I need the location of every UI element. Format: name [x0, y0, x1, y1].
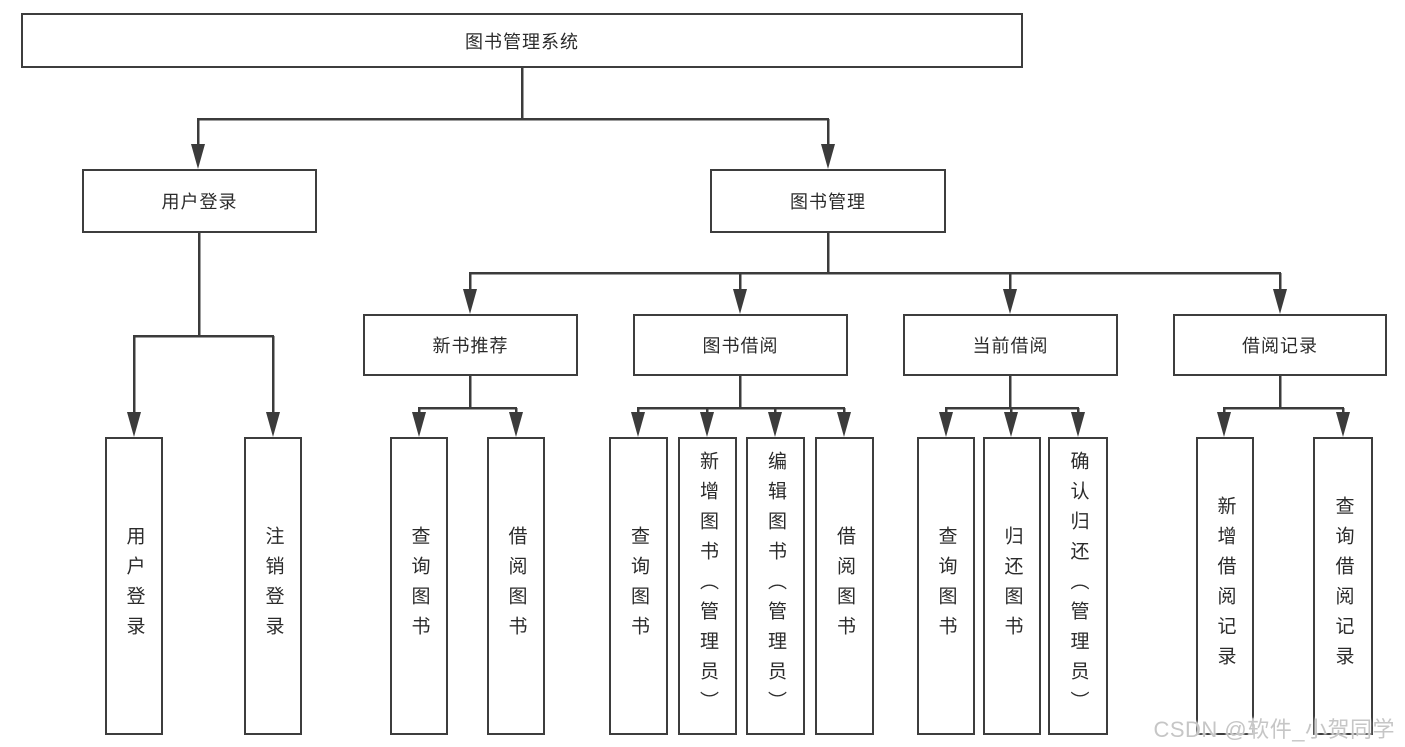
- node-user-login-label: 用户登录: [161, 192, 238, 212]
- node-current-borrow: 当前借阅: [903, 314, 1118, 376]
- leaf-borrow-edit-books-admin-label: 编辑图书（管理员）: [765, 451, 786, 721]
- leaf-borrow-borrow-books: 借阅图书: [815, 437, 874, 735]
- node-borrow-records-label: 借阅记录: [1242, 336, 1318, 356]
- node-user-login: 用户登录: [82, 169, 317, 233]
- leaf-borrow-add-books-admin: 新增图书（管理员）: [678, 437, 737, 735]
- leaf-records-query-record: 查询借阅记录: [1313, 437, 1373, 735]
- node-current-borrow-label: 当前借阅: [972, 336, 1049, 356]
- leaf-current-return-books: 归还图书: [983, 437, 1041, 735]
- leaf-records-add-record-label: 新增借阅记录: [1214, 496, 1236, 676]
- node-root-label: 图书管理系统: [465, 31, 579, 52]
- leaf-records-query-record-label: 查询借阅记录: [1332, 496, 1354, 676]
- node-borrow-records: 借阅记录: [1173, 314, 1387, 376]
- leaf-logout: 注销登录: [244, 437, 302, 735]
- leaf-user-login: 用户登录: [105, 437, 163, 735]
- node-new-book-recommend-label: 新书推荐: [432, 336, 509, 356]
- node-book-management-label: 图书管理: [790, 192, 866, 212]
- leaf-current-return-books-label: 归还图书: [1001, 526, 1023, 646]
- leaf-current-confirm-return-admin-label: 确认归还（管理员）: [1067, 451, 1089, 721]
- leaf-current-query-books: 查询图书: [917, 437, 975, 735]
- node-book-management: 图书管理: [710, 169, 946, 233]
- leaf-recommend-query-books-label: 查询图书: [408, 526, 430, 646]
- arrowheads: [127, 144, 1350, 437]
- leaf-borrow-query-books: 查询图书: [609, 437, 668, 735]
- leaf-borrow-edit-books-admin: 编辑图书（管理员）: [746, 437, 805, 735]
- node-book-borrow-label: 图书借阅: [702, 336, 779, 356]
- leaf-borrow-borrow-books-label: 借阅图书: [834, 526, 855, 646]
- leaf-user-login-label: 用户登录: [123, 526, 145, 646]
- leaf-borrow-add-books-admin-label: 新增图书（管理员）: [697, 451, 718, 721]
- leaf-records-add-record: 新增借阅记录: [1196, 437, 1254, 735]
- leaf-current-query-books-label: 查询图书: [935, 526, 957, 646]
- node-root: 图书管理系统: [21, 13, 1023, 68]
- leaf-recommend-borrow-books: 借阅图书: [487, 437, 545, 735]
- watermark: CSDN @软件_小贺同学: [1153, 717, 1395, 742]
- leaf-borrow-query-books-label: 查询图书: [628, 526, 649, 646]
- leaf-recommend-borrow-books-label: 借阅图书: [505, 526, 527, 646]
- node-book-borrow: 图书借阅: [633, 314, 848, 376]
- leaf-recommend-query-books: 查询图书: [390, 437, 448, 735]
- node-new-book-recommend: 新书推荐: [363, 314, 578, 376]
- leaf-logout-label: 注销登录: [262, 526, 284, 646]
- leaf-current-confirm-return-admin: 确认归还（管理员）: [1048, 437, 1108, 735]
